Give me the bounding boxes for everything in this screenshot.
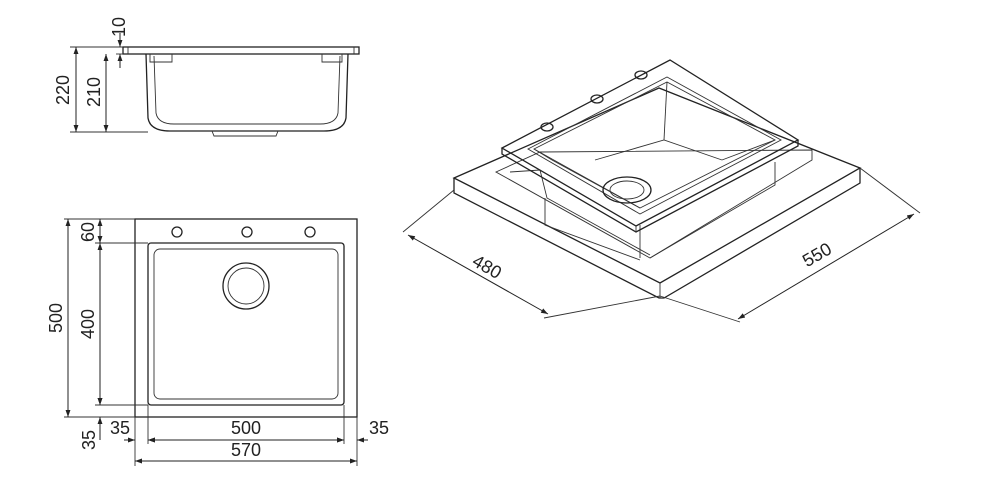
dim-left-margin-label: 35	[110, 418, 130, 438]
dim-bowl-length-label: 400	[78, 309, 98, 339]
tap-hole-left	[171, 226, 183, 238]
iso-tap-hole-2	[590, 94, 604, 104]
dim-iso-width-label: 550	[799, 239, 835, 271]
side-bowl-outer	[145, 53, 349, 132]
iso-view: 480 550	[402, 59, 921, 323]
top-outer-frame	[134, 218, 358, 418]
drain-outer	[222, 262, 270, 310]
side-rim	[122, 46, 360, 55]
dim-total-depth-label: 220	[53, 75, 73, 105]
tap-hole-right	[304, 226, 316, 238]
side-clip-left	[149, 54, 173, 63]
iso-tap-hole-3	[634, 70, 648, 80]
dim-iso-depth-label: 480	[469, 251, 505, 283]
top-view: 500 60 400 35 500 570 35 35	[46, 218, 389, 466]
side-bowl-inner	[153, 55, 341, 125]
dim-bowl-width-label: 500	[231, 418, 261, 438]
tap-hole-center	[241, 226, 253, 238]
dim-front-margin-label: 60	[78, 222, 98, 242]
side-view: 10 220 210	[53, 17, 360, 137]
dim-total-length-label: 500	[46, 303, 66, 333]
dim-bottom-margin-label: 35	[79, 430, 99, 450]
iso-cutout	[495, 149, 813, 259]
top-bowl-inner	[153, 248, 339, 400]
top-bowl-outer	[147, 242, 345, 406]
iso-drain-inner	[609, 180, 645, 200]
iso-bowl-top	[527, 76, 782, 215]
dim-bowl-depth-label: 210	[84, 77, 104, 107]
dim-rim-label: 10	[109, 17, 129, 37]
drain-inner	[227, 267, 265, 305]
dim-total-width-label: 570	[231, 440, 261, 460]
iso-tap-hole-1	[540, 122, 554, 132]
iso-drain-outer	[602, 176, 652, 204]
side-clip-right	[321, 54, 343, 63]
dim-right-margin-label: 35	[369, 418, 389, 438]
